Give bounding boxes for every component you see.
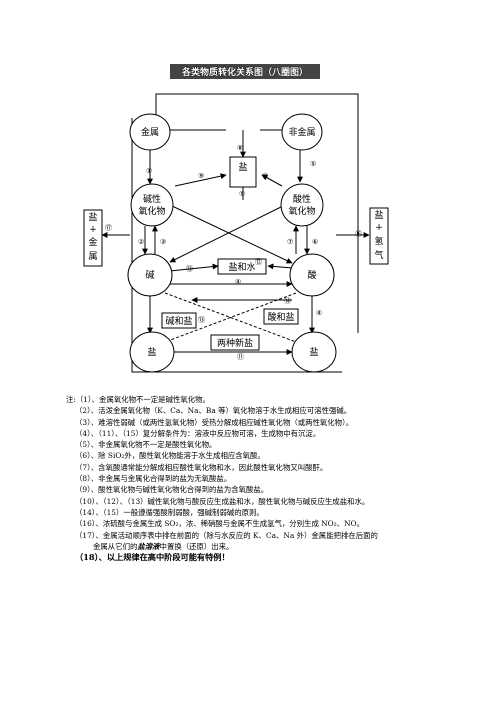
node-base-salt-label: 碱和盐 (165, 315, 192, 327)
label-12: ⑫ (255, 258, 262, 266)
node-salt-water-label: 盐和水 (228, 261, 255, 273)
node-acidic-oxide (280, 183, 324, 227)
label-14: ⑭ (284, 297, 291, 305)
diag-acidicoxide-base (169, 204, 286, 263)
cross-2 (164, 292, 297, 343)
arrow-12 (267, 263, 294, 270)
note-2: （2）、活泼金属氧化物（K、Ca、Na、Ba 等）氧化物溶于水生成相应可溶性强碱… (75, 406, 352, 416)
side-box-left (83, 209, 103, 267)
label-17: ⑰ (105, 224, 112, 232)
node-basic-oxide (130, 183, 174, 227)
side-left-2: + (89, 225, 97, 235)
node-nonmetal-label: 非金属 (288, 126, 315, 138)
note-1: 注:（1）、金属氧化物不一定是碱性氧化物。 (66, 395, 210, 404)
note-18: （18）、以上规律在高中阶段可能有特例！ (75, 552, 230, 563)
label-16: ⑯ (355, 230, 362, 238)
note-4: （4）、（11）、（15）复分解条件为：溶液中反应物可溶，生成物中有沉淀。 (75, 428, 321, 438)
label-4a: ④ (235, 278, 241, 286)
side-left-4: 属 (88, 251, 97, 262)
node-acid-label: 酸 (307, 270, 316, 281)
label-6: ⑥ (312, 238, 318, 246)
note-10: （10）、（12）、（13）碱性氧化物与酸反应生成盐和水，酸性氧化物与碱反应生成… (75, 496, 370, 506)
note-13: （17）、金属活动顺序表中排在前面的（除与水反应的 K、Ca、Na 外）金属能把… (75, 530, 378, 540)
note-6: （6）、除 SiO₂外，酸性氧化物能溶于水生成相应含氧酸。 (75, 451, 265, 461)
node-nonmetal (281, 113, 323, 151)
node-acid (289, 253, 335, 297)
side-box-right (369, 207, 389, 265)
note-12: （16）、浓硫酸与金属生成 SO₂，浓、稀硝酸与金属不生成氢气，分别生成 NO₂… (75, 519, 365, 529)
node-base-salt (161, 312, 197, 329)
node-acidic-oxide-line1: 酸性 (293, 193, 311, 205)
label-13b: ⑬ (186, 265, 193, 273)
diagram-title: 各类物质转化关系图（八圈图） (181, 66, 308, 78)
note-5: （5）、非金属氧化物不一定是酸性氧化物。 (75, 440, 217, 450)
side-right-3: 氢 (374, 235, 383, 247)
node-acidic-oxide-line2: 氧化物 (288, 205, 315, 217)
node-salt-right (291, 331, 337, 373)
node-salt-top (229, 156, 257, 188)
label-1: ① (146, 167, 152, 175)
label-5: ⑤ (310, 160, 316, 168)
label-10: ⑩ (262, 172, 268, 180)
note-11: （14）、（15）一般遵循强酸制弱酸，强碱制弱碱的原则。 (75, 507, 264, 517)
label-8: ⑧ (237, 144, 243, 152)
label-9: ⑨ (239, 190, 245, 198)
note-9: （9）、酸性氧化物与碱性氧化物化合得到的盐为含氧酸盐。 (75, 485, 269, 495)
label-4b: ④ (316, 309, 322, 317)
node-metal-label: 金属 (141, 126, 159, 138)
conversion-diagram: 各类物质转化关系图（八圈图） 金属 非金属 碱性 氧化物 酸性 氧化物 (83, 64, 389, 373)
note-13-emph: 盐溶液 (137, 541, 160, 551)
node-two-new-salts (210, 334, 260, 351)
arrow-13 (169, 263, 219, 272)
side-right-2: + (375, 223, 383, 233)
label-9b: ⑨ (198, 172, 204, 180)
label-11: ⑪ (237, 353, 244, 361)
label-2: ② (138, 238, 144, 246)
side-right-4: 气 (374, 249, 383, 261)
cross-1 (164, 292, 297, 343)
label-7: ⑦ (287, 238, 293, 246)
node-salt-left-label: 盐 (147, 346, 156, 358)
note-3: （3）、难溶性弱碱（或两性氢氧化物）受热分解成相应碱性氧化物（或两性氧化物）。 (75, 417, 354, 427)
note-13-cont: 金属从它们的盐溶液中置换（还原）出来。 (66, 541, 476, 552)
note-8: （8）、非金属与金属化合得到的盐为无氧酸盐。 (75, 474, 232, 484)
label-3: ③ (160, 238, 166, 246)
arrow-9 (174, 173, 227, 187)
side-left-1: 盐 (88, 211, 97, 223)
node-acid-salt (263, 308, 299, 325)
node-salt-left (129, 331, 175, 373)
notes-section: 注:（1）、金属氧化物不一定是碱性氧化物。 （2）、活泼金属氧化物（K、Ca、N… (66, 394, 476, 563)
loop-top (155, 93, 359, 333)
note-7: （7）、含氧酸通常能分解成相应酸性氧化物和水，因此酸性氧化物又叫酸酐。 (75, 462, 328, 472)
diag-basicoxide-acid (169, 204, 293, 264)
side-right-1: 盐 (374, 209, 383, 221)
node-metal (129, 113, 171, 151)
note-13-cont-b: 中置换（还原）出来。 (159, 541, 234, 551)
side-left-3: 金 (88, 236, 97, 248)
node-salt-water (217, 258, 267, 275)
node-salt-top-label: 盐 (238, 161, 247, 173)
node-basic-oxide-line2: 氧化物 (138, 205, 165, 217)
label-13: ⑬ (198, 316, 205, 324)
node-salt-right-label: 盐 (309, 346, 318, 358)
title-banner (170, 64, 320, 79)
note-13-cont-a: 金属从它们的 (93, 541, 138, 551)
node-basic-oxide-line1: 碱性 (143, 193, 161, 205)
node-base-label: 碱 (145, 270, 154, 281)
node-base (127, 253, 173, 297)
node-acid-salt-label: 酸和盐 (267, 311, 294, 323)
arrow-10 (261, 174, 283, 187)
node-two-new-salts-label: 两种新盐 (217, 337, 253, 349)
